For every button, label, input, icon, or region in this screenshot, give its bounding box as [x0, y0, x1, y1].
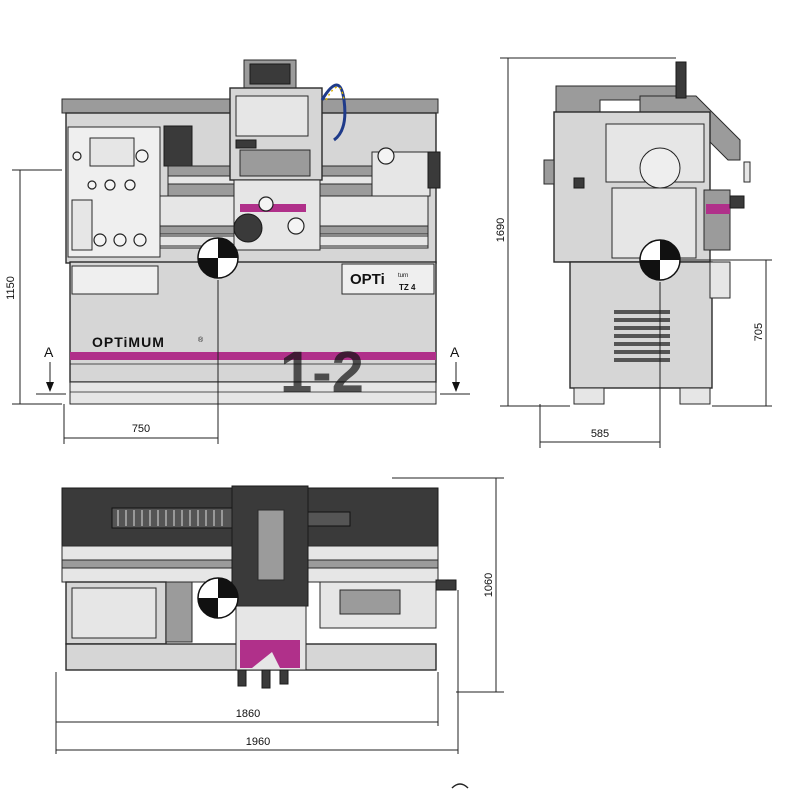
front-view: OPTi turn TZ 4 OPTiMUM ® 1-2 A A 1150 [5, 59, 470, 444]
center-of-gravity-icon [639, 239, 681, 281]
dim-top-length-total: 1960 [246, 736, 270, 748]
model-sub: turn [398, 273, 408, 279]
model-code: TZ 4 [399, 283, 416, 292]
dim-top-depth: 1060 [483, 573, 495, 597]
brand-mark: ® [198, 336, 204, 344]
dim-side-axis-height: 705 [753, 323, 765, 341]
vent-grille [614, 310, 670, 362]
dim-top-length-inner: 1860 [236, 708, 260, 720]
watermark: 1-2 [280, 340, 364, 405]
dim-side-depth: 585 [591, 428, 609, 440]
center-of-gravity-icon [197, 577, 239, 619]
section-mark-right: A [450, 344, 460, 360]
side-view: 1690 705 585 [495, 57, 772, 448]
dim-front-height: 1150 [5, 276, 17, 300]
dim-side-total-height: 1690 [495, 218, 507, 242]
section-mark-left: A [44, 344, 54, 360]
corner-mark [451, 783, 469, 789]
center-of-gravity-icon [197, 237, 239, 279]
dim-front-center-width: 750 [132, 423, 150, 435]
top-view: 1060 1860 1960 [55, 477, 504, 754]
brand-logo: OPTiMUM [92, 334, 165, 350]
model-prefix: OPTi [350, 271, 385, 288]
